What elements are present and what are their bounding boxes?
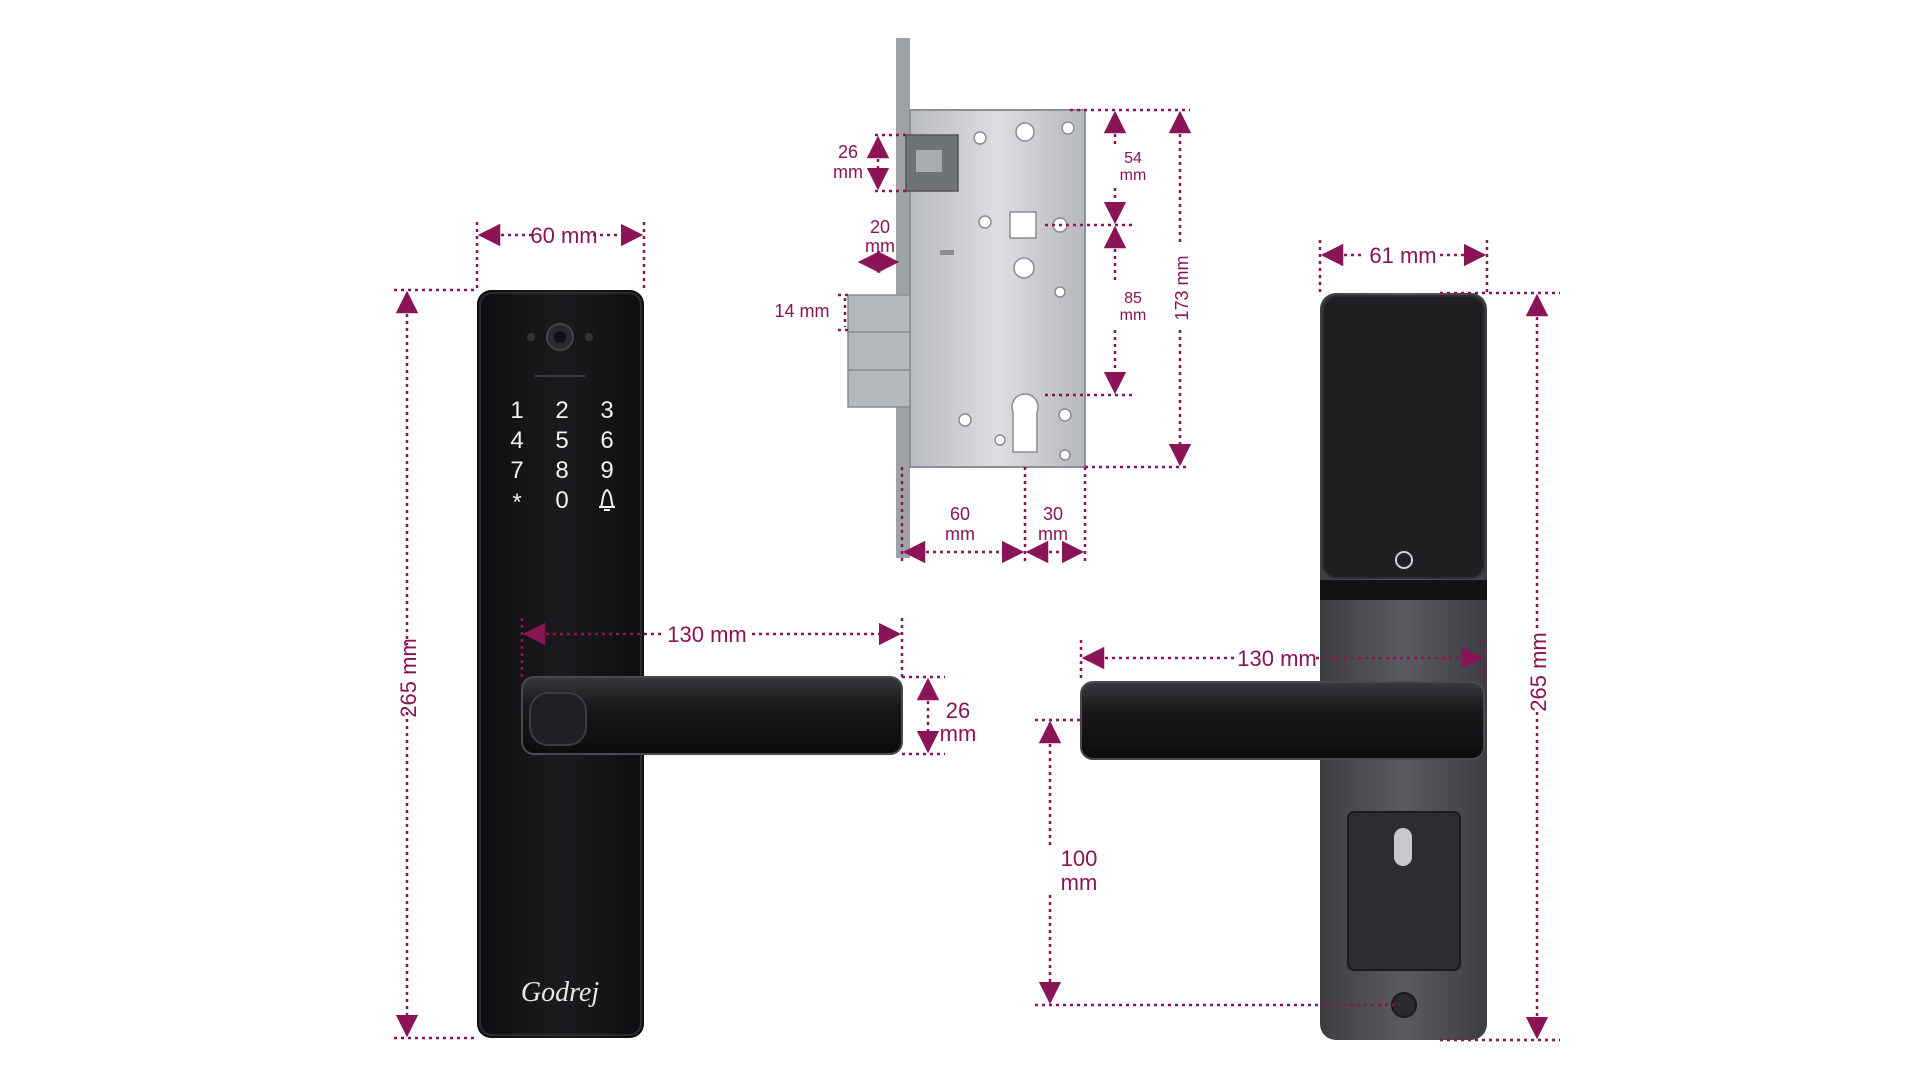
bolt-height-label: 26 xyxy=(838,142,858,162)
key-star[interactable]: * xyxy=(512,489,521,516)
key-4[interactable]: 4 xyxy=(510,427,523,454)
key-7[interactable]: 7 xyxy=(510,457,523,484)
front-handle[interactable] xyxy=(521,676,903,755)
backset-label: 60 xyxy=(950,504,970,524)
cylinder-offset-unit: mm xyxy=(1038,524,1068,544)
front-panel xyxy=(477,290,644,1038)
key-8[interactable]: 8 xyxy=(555,457,568,484)
top-to-spindle-label: 54 xyxy=(1124,150,1142,167)
cylinder-hole xyxy=(1011,393,1039,453)
key-2[interactable]: 2 xyxy=(555,397,568,424)
latch-offset-label: 20 xyxy=(870,217,890,237)
front-handle-height-unit: mm xyxy=(940,721,977,746)
key-6[interactable]: 6 xyxy=(600,427,613,454)
total-height-label: 173 mm xyxy=(1172,255,1192,320)
thumb-turn-panel[interactable] xyxy=(1347,811,1461,971)
front-lock: 1 2 3 4 5 6 7 8 9 * 0 Godrej xyxy=(477,290,903,1038)
keypad: 1 2 3 4 5 6 7 8 9 * 0 xyxy=(510,397,613,516)
cover-screw-icon xyxy=(1395,551,1413,569)
spindle-to-cylinder-unit: mm xyxy=(1120,307,1147,324)
front-height-label: 265 mm xyxy=(396,638,421,717)
front-handle-height-label: 26 xyxy=(946,698,970,723)
back-lock xyxy=(1080,293,1487,1040)
back-height-label: 265 mm xyxy=(1526,632,1551,711)
deadbolt xyxy=(847,294,911,408)
handle-to-bottom-unit: mm xyxy=(1061,870,1098,895)
bolt-height-unit: mm xyxy=(833,162,863,182)
top-to-spindle-unit: mm xyxy=(1120,167,1147,184)
latch-offset-unit: mm xyxy=(865,236,895,256)
backset-unit: mm xyxy=(945,524,975,544)
handle-to-bottom-label: 100 xyxy=(1061,846,1098,871)
mortise-lock-body xyxy=(847,38,1086,558)
key-1[interactable]: 1 xyxy=(510,397,523,424)
dimension-labels: 60 mm 265 mm 130 mm 26 mm 26 mm 20 mm 14… xyxy=(396,142,1551,895)
dimension-lines xyxy=(394,108,1560,1042)
deadbolt-projection-label: 14 mm xyxy=(774,301,829,321)
front-handle-length-label: 130 mm xyxy=(667,622,746,647)
thumb-turn[interactable] xyxy=(1394,828,1412,866)
spindle-hole xyxy=(1009,211,1037,239)
fingerprint-sensor[interactable] xyxy=(529,692,587,746)
key-3[interactable]: 3 xyxy=(600,397,613,424)
back-width-label: 61 mm xyxy=(1369,243,1436,268)
key-hole-icon xyxy=(1391,992,1417,1018)
key-5[interactable]: 5 xyxy=(555,427,568,454)
back-handle-length-label: 130 mm xyxy=(1237,646,1316,671)
bell-icon[interactable] xyxy=(599,488,615,511)
brand-logo: Godrej xyxy=(521,977,600,1008)
front-width-label: 60 mm xyxy=(530,223,597,248)
spindle-to-cylinder-label: 85 xyxy=(1124,290,1142,307)
key-0[interactable]: 0 xyxy=(555,487,568,514)
cylinder-offset-label: 30 xyxy=(1043,504,1063,524)
back-handle[interactable] xyxy=(1080,681,1485,760)
key-9[interactable]: 9 xyxy=(600,457,613,484)
battery-cover xyxy=(1322,295,1485,579)
